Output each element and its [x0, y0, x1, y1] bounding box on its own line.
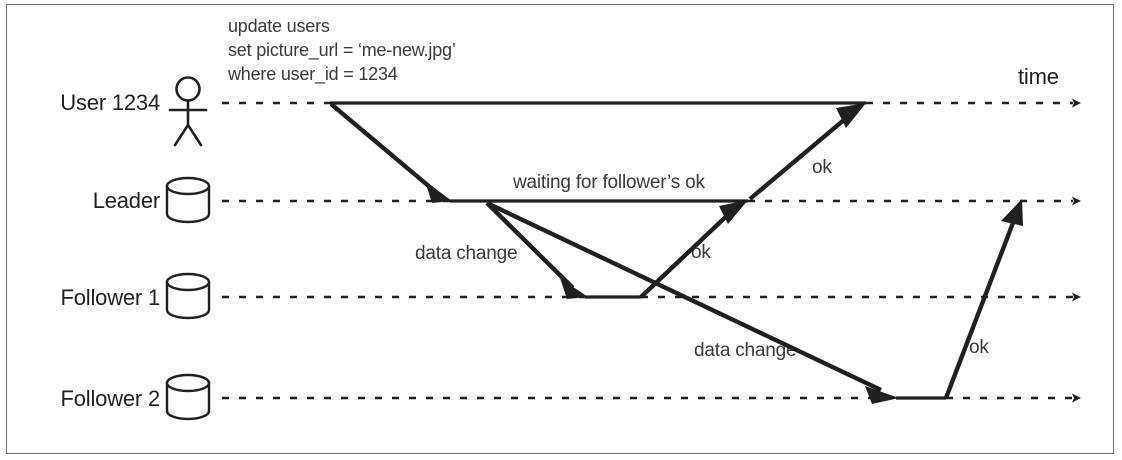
sql-line-3: where user_id = 1234	[228, 64, 398, 84]
lifeline-label-follower-2: Follower 2	[60, 386, 161, 411]
message-arrow-ok-leader-to-user	[748, 103, 866, 201]
time-axis-label: time	[1018, 64, 1059, 89]
sql-line-2: set picture_url = ‘me-new.jpg’	[228, 40, 456, 60]
message-arrow-data-change-leader-to-follower-1	[485, 201, 588, 299]
lifeline-label-leader: Leader	[92, 188, 161, 213]
message-label-ok-leader-to-user: ok	[812, 157, 832, 178]
lifeline-label-user-1234: User 1234	[60, 90, 160, 115]
message-label-data-change-follower-2: data change	[694, 340, 797, 361]
database-cylinder-icon-leader	[165, 176, 211, 224]
database-cylinder-icon-follower-1	[165, 272, 211, 320]
lifeline-label-follower-1: Follower 1	[60, 285, 161, 310]
message-arrow-ok-follower-2-to-leader	[943, 199, 1023, 399]
actor-stick-figure-icon	[168, 76, 208, 147]
message-arrow-ok-follower-1-to-leader	[639, 200, 748, 299]
message-arrow-update-user-to-leader	[329, 102, 452, 203]
message-arrow-data-change-leader-to-follower-2	[488, 202, 899, 404]
annotation-waiting-for-follower-ok: waiting for follower’s ok	[513, 172, 705, 193]
message-label-data-change-follower-1: data change	[415, 243, 518, 264]
database-cylinder-icon-follower-2	[165, 373, 211, 421]
message-label-ok-follower-2-to-leader: ok	[969, 337, 989, 358]
sql-statement-block: update users set picture_url = ‘me-new.j…	[228, 14, 456, 86]
sql-line-1: update users	[228, 16, 330, 36]
